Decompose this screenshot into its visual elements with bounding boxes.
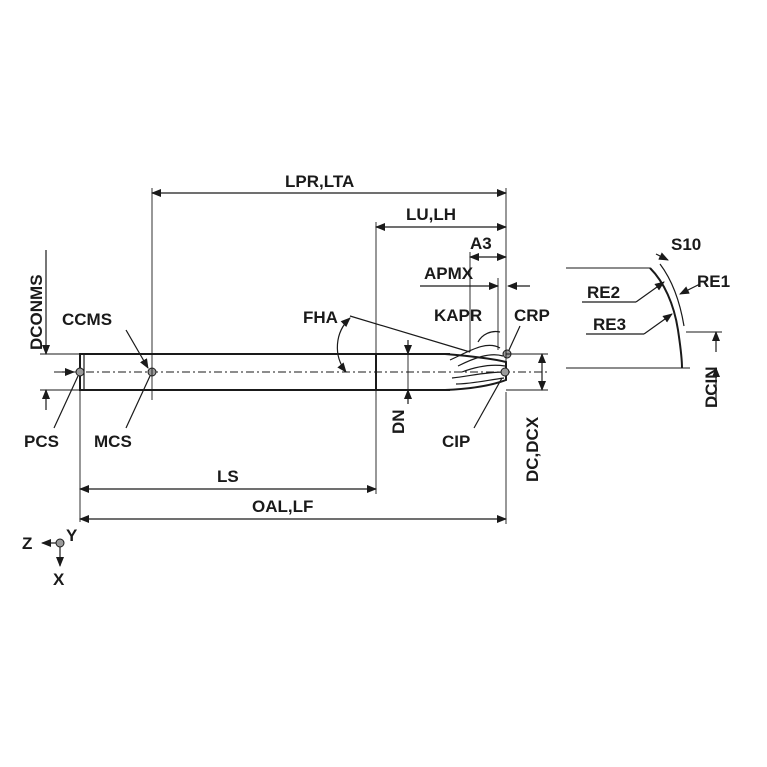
- corner-detail: [566, 252, 722, 400]
- cip-point: [500, 367, 510, 377]
- lu-lh-label: LU,LH: [406, 205, 456, 224]
- ls-label: LS: [217, 467, 239, 486]
- mcs-leader: [125, 375, 151, 429]
- crp-label: CRP: [514, 306, 550, 325]
- dim-dc-dcx: [506, 353, 548, 391]
- mcs-label: MCS: [94, 432, 132, 451]
- dim-ls: [79, 390, 377, 522]
- re2-label: RE2: [587, 283, 620, 302]
- cip-leader: [473, 377, 503, 429]
- crp-leader: [508, 325, 521, 351]
- fha-arc: [336, 317, 351, 373]
- dim-a3: [469, 252, 507, 352]
- dc-dcx-label: DC,DCX: [523, 416, 542, 482]
- dim-dconms: [40, 250, 80, 410]
- apmx-label: APMX: [424, 264, 474, 283]
- axis-x-label: X: [53, 570, 65, 589]
- lpr-lta-label: LPR,LTA: [285, 172, 354, 191]
- kapr-label: KAPR: [434, 306, 482, 325]
- dim-oal-lf: [79, 392, 507, 524]
- dim-lpr-lta: [151, 188, 507, 400]
- oal-lf-label: OAL,LF: [252, 497, 313, 516]
- re1-label: RE1: [697, 272, 730, 291]
- s10-label: S10: [671, 235, 701, 254]
- dn-label: DN: [389, 409, 408, 434]
- cutting-flutes: [444, 344, 507, 391]
- re3-label: RE3: [593, 315, 626, 334]
- pcs-point: [75, 367, 85, 377]
- ccms-leader: [125, 329, 149, 369]
- kapr-arc: [477, 330, 501, 343]
- cip-label: CIP: [442, 432, 470, 451]
- dim-apmx: [420, 278, 530, 350]
- a3-label: A3: [470, 234, 492, 253]
- dconms-label: DCONMS: [27, 274, 46, 350]
- coordinate-axes: [41, 538, 65, 567]
- ccms-label: CCMS: [62, 310, 112, 329]
- pcs-leader: [53, 375, 79, 429]
- dim-lu-lh: [375, 222, 507, 354]
- axis-y-label: Y: [66, 526, 78, 545]
- pcs-label: PCS: [24, 432, 59, 451]
- dcin-label: DCIN: [702, 366, 721, 408]
- axis-z-label: Z: [22, 534, 32, 553]
- fha-label: FHA: [303, 308, 338, 327]
- fha-line: [349, 315, 471, 353]
